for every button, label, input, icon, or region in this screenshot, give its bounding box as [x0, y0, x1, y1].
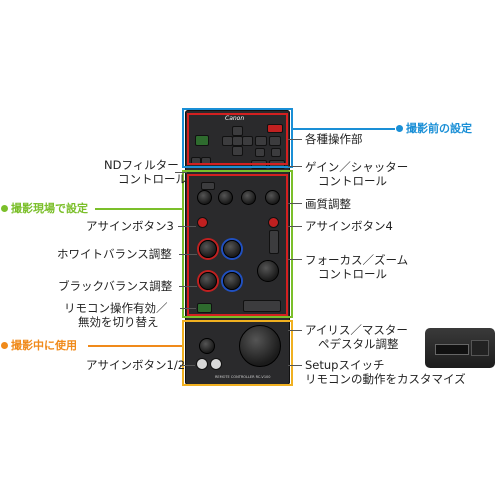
knee-point-knob[interactable] [197, 190, 212, 205]
leader-line [178, 226, 196, 227]
shutter-up-button[interactable] [271, 148, 281, 157]
label-white-balance: ホワイトバランス調整 [57, 247, 172, 261]
green-highlight-box [182, 170, 293, 318]
red-highlight-top [187, 113, 288, 165]
up-arrow-button[interactable] [232, 126, 243, 136]
section-during: 撮影中に使用 [1, 337, 77, 353]
label-assign-3: アサインボタン3 [86, 219, 174, 233]
model-label: REMOTE CONTROLLER RC-V100 [215, 375, 271, 379]
focus-knob[interactable] [257, 260, 279, 282]
label-black-balance: ブラックバランス調整 [58, 279, 173, 293]
label-focus-zoom-2: コントロール [318, 267, 387, 281]
assign-4-button[interactable] [268, 217, 279, 228]
label-setup-switch: Setupスイッチ [305, 358, 385, 372]
during-dot-icon [1, 341, 8, 349]
leader-line [288, 365, 302, 366]
label-gain-shutter-2: コントロール [318, 174, 387, 188]
leader-line [288, 203, 302, 204]
power-red-button[interactable] [267, 124, 283, 133]
leader-line [175, 172, 187, 173]
before-line [293, 128, 395, 130]
gain-up-button[interactable] [255, 148, 265, 157]
white-balance-b-knob[interactable] [223, 240, 241, 258]
label-focus-zoom: フォーカス／ズーム [305, 253, 409, 267]
label-iris-master: アイリス／マスター [305, 323, 408, 337]
leader-line [180, 308, 196, 309]
zoom-rocker[interactable] [269, 230, 279, 254]
camera-power-button[interactable] [195, 135, 209, 146]
leader-line [288, 226, 302, 227]
assign-1-button[interactable] [196, 358, 208, 370]
down-arrow-button[interactable] [232, 146, 243, 156]
black-balance-b-knob[interactable] [223, 272, 241, 290]
iris-master-pedestal-dial[interactable] [239, 325, 281, 367]
label-various-controls: 各種操作部 [305, 132, 363, 146]
sharpness-knob[interactable] [265, 190, 280, 205]
leader-line [180, 365, 195, 366]
black-gamma-knob[interactable] [241, 190, 256, 205]
label-remote-enable: リモコン操作有効／ [64, 301, 168, 315]
connector-block [471, 340, 489, 356]
onsite-line [95, 208, 182, 210]
onsite-dot-icon [1, 204, 8, 212]
label-assign-4: アサインボタン4 [305, 219, 393, 233]
assign-3-button[interactable] [197, 217, 208, 228]
label-nd-filter-2: コントロール [118, 172, 187, 186]
setup-switch-panel [425, 328, 495, 368]
cancel-button[interactable] [269, 136, 281, 146]
remote-enable-switch[interactable] [197, 303, 212, 313]
blue-highlight-box [182, 108, 293, 168]
label-iris-master-2: ペデスタル調整 [318, 337, 399, 351]
label-assign-1-2: アサインボタン1/2 [86, 358, 186, 372]
knee-slope-knob[interactable] [218, 190, 233, 205]
leader-line [288, 166, 302, 167]
white-balance-r-knob[interactable] [199, 240, 217, 258]
brand-logo: Canon [225, 115, 245, 122]
section-before: 撮影前の設定 [396, 120, 472, 136]
before-dot-icon [396, 124, 403, 132]
menu-button[interactable] [255, 136, 267, 146]
dip-switch-block [435, 344, 469, 355]
leader-line [288, 330, 302, 331]
label-gain-shutter: ゲイン／シャッター [305, 160, 409, 174]
red-highlight-mid [187, 174, 288, 316]
label-remote-enable-2: 無効を切り替え [78, 315, 159, 329]
iris-small-knob[interactable] [199, 338, 215, 354]
label-image-quality: 画質調整 [305, 197, 351, 211]
auto-knee-button[interactable] [201, 182, 215, 190]
right-arrow-button[interactable] [242, 136, 253, 146]
leader-line [288, 139, 302, 140]
orange-highlight-box [182, 320, 293, 386]
leader-line [288, 259, 302, 260]
during-line [88, 345, 182, 347]
section-onsite: 撮影現場で設定 [1, 200, 88, 216]
label-nd-filter: NDフィルター [104, 158, 179, 172]
label-setup-switch-2: リモコンの動作をカスタマイズ [305, 372, 466, 386]
assign-2-button[interactable] [210, 358, 222, 370]
black-balance-r-knob[interactable] [199, 272, 217, 290]
master-pedestal-button[interactable] [243, 300, 281, 312]
leader-line [179, 286, 197, 287]
leader-line [179, 254, 197, 255]
